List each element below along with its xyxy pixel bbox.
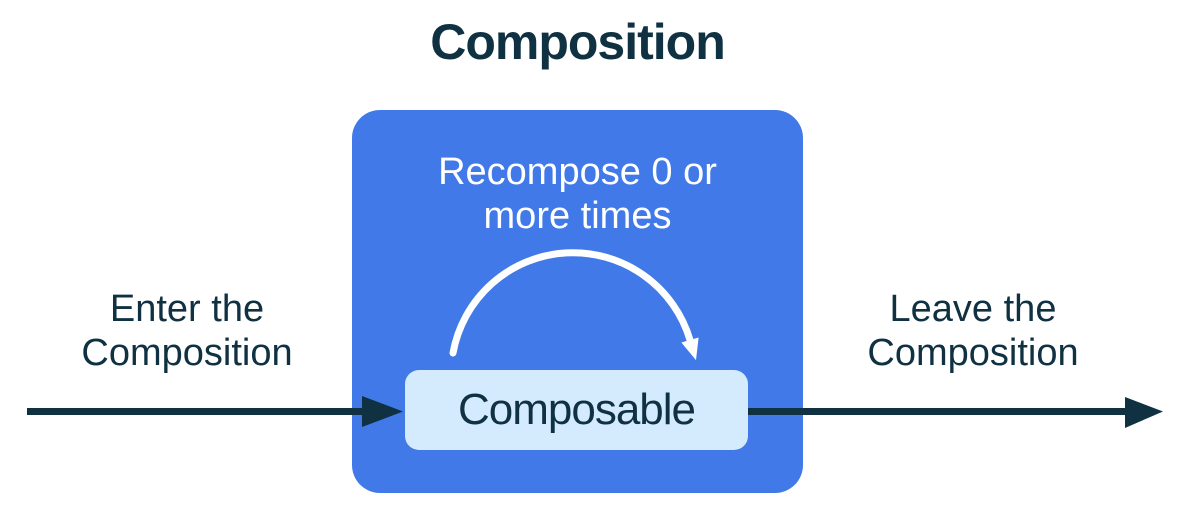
composable-label: Composable — [457, 385, 696, 434]
composable-box: Composable — [405, 370, 748, 450]
enter-composition-label: Enter the Composition — [81, 288, 293, 374]
composition-box: Recompose 0 or more times Composable — [352, 110, 803, 493]
leave-composition-label: Leave the Composition — [867, 288, 1079, 374]
diagram-title: Composition — [430, 14, 726, 70]
recompose-label: Recompose 0 or more times — [438, 151, 717, 237]
leave-arrow-head-icon — [1125, 397, 1163, 428]
